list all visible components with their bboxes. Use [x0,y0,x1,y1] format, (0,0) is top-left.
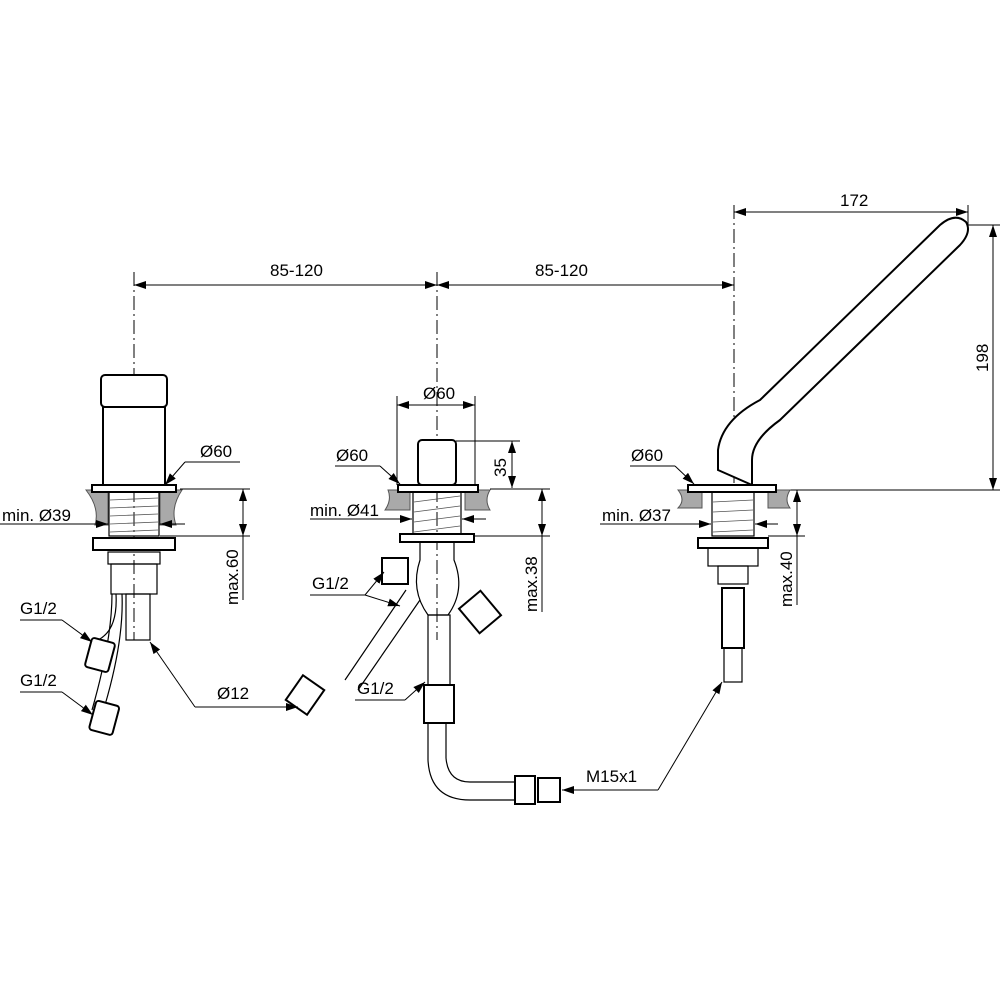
diverter-assembly [284,439,561,805]
dim-label: Ø60 [631,446,663,465]
left-connection-2-callout: G1/2 [20,671,94,716]
dim-label: max.40 [777,551,796,607]
dim-label: 85-120 [270,261,323,280]
right-flange-callout: Ø60 [630,446,695,485]
left-deck-dimension: max.60 [160,488,250,605]
spacing-dimension-left: 85-120 [134,261,437,289]
dim-label: Ø60 [336,446,368,465]
right-hole-dimension: min. Ø37 [600,506,778,528]
dim-label: min. Ø41 [310,501,379,520]
left-hole-dimension: min. Ø39 [0,506,185,528]
dim-label: G1/2 [357,679,394,698]
dim-label: Ø12 [217,684,249,703]
left-connection-1-callout: G1/2 [20,599,93,643]
dim-label: G1/2 [20,599,57,618]
dim-label: max.60 [223,549,242,605]
dim-label: G1/2 [312,574,349,593]
left-flange-callout: Ø60 [164,442,240,486]
hose-thread-callout: M15x1 [562,681,723,794]
dim-label: 172 [840,191,868,210]
dim-label: G1/2 [20,671,57,690]
spacing-dimension-right: 85-120 [437,261,734,289]
center-flange-callout: Ø60 [335,446,401,485]
dim-label: min. Ø39 [2,506,71,525]
spout-assembly [84,374,183,736]
center-outlet-callout: G1/2 [355,679,426,701]
dim-label: 35 [491,458,510,477]
tube-diameter-callout: Ø12 [149,641,298,711]
dim-label: Ø60 [200,442,232,461]
center-hole-dimension: min. Ø41 [310,501,486,523]
dim-label: max.38 [522,556,541,612]
center-deck-dimension: max.38 [474,488,550,612]
dim-label: M15x1 [586,767,637,786]
dim-label: 85-120 [535,261,588,280]
right-deck-dimension: max.40 [768,490,805,607]
handshower-assembly [676,216,969,683]
center-top-height-dimension: 35 [456,440,520,488]
dim-label: Ø60 [423,384,455,403]
handshower-length-dimension: 172 [734,191,969,230]
dim-label: min. Ø37 [602,506,671,525]
center-inlet-callout: G1/2 [310,571,401,607]
dim-label: 198 [973,344,992,372]
center-body-diameter-dimension: Ø60 [396,384,476,485]
